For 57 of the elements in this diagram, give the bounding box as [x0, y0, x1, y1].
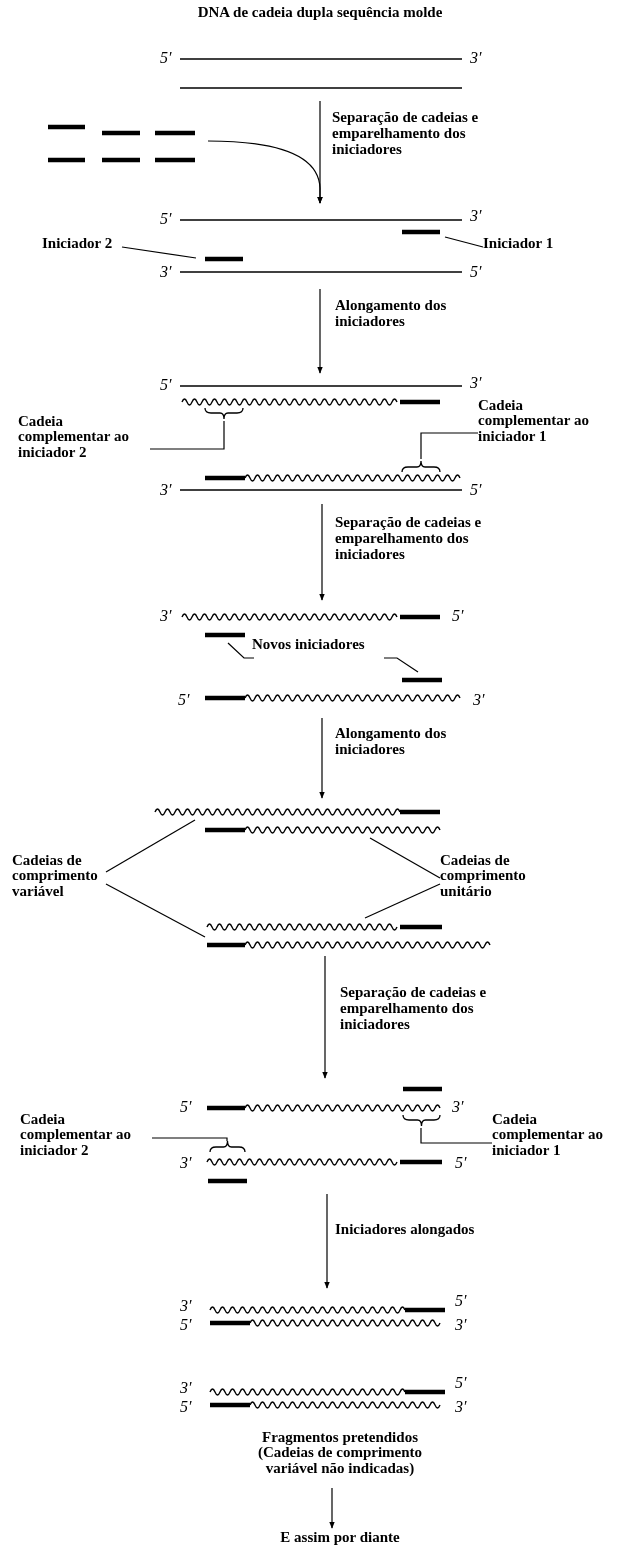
annotation-label: Iniciador 2 — [42, 236, 122, 254]
arrow — [317, 288, 323, 374]
annotation-label: Cadeia complementar ao iniciador 2 — [20, 1112, 152, 1164]
leader-line — [383, 657, 419, 673]
strand-end-label: 5′ — [455, 1375, 467, 1391]
annotation-label: E assim por diante — [255, 1530, 425, 1548]
strand-end-label: 3′ — [470, 208, 482, 224]
annotation-label: Iniciador 1 — [483, 236, 565, 254]
strand-end-label: 3′ — [160, 264, 172, 280]
arrow — [329, 1487, 335, 1529]
strand-end-label: 3′ — [180, 1298, 192, 1314]
strand-end-label: 5′ — [160, 377, 172, 393]
strand-end-label: 5′ — [455, 1155, 467, 1171]
strand-end-label: 5′ — [160, 211, 172, 227]
strand-end-label: 5′ — [452, 608, 464, 624]
annotation-label: Cadeia complementar ao iniciador 2 — [18, 414, 150, 466]
strand-end-label: 5′ — [160, 50, 172, 66]
leader-line — [121, 246, 197, 259]
strand-end-label: 5′ — [180, 1099, 192, 1115]
strand-end-label: 5′ — [180, 1317, 192, 1333]
arrow — [324, 1193, 330, 1289]
arrow — [319, 503, 325, 601]
leader-line — [444, 236, 484, 248]
arrow — [322, 955, 328, 1079]
leader-line — [369, 837, 441, 879]
strand-end-label: 3′ — [455, 1399, 467, 1415]
arrow — [319, 717, 325, 799]
leader-line — [364, 883, 441, 919]
annotation-label: Cadeia complementar ao iniciador 1 — [478, 398, 610, 450]
heading-text: DNA de cadeia dupla sequência molde — [196, 5, 444, 21]
strand-end-label: 5′ — [470, 482, 482, 498]
strand-end-label: 3′ — [452, 1099, 464, 1115]
strand-end-label: 3′ — [160, 482, 172, 498]
annotation-label: Novos iniciadores — [252, 637, 392, 655]
strand-end-label: 3′ — [180, 1380, 192, 1396]
strand-end-label: 3′ — [455, 1317, 467, 1333]
arrow — [207, 140, 323, 204]
annotation-label: Cadeias de comprimento unitário — [440, 853, 570, 905]
strand-end-label: 3′ — [473, 692, 485, 708]
strand-end-label: 5′ — [470, 264, 482, 280]
leader-line — [105, 883, 206, 938]
leader-line — [420, 432, 479, 460]
strand-end-label: 3′ — [160, 608, 172, 624]
strand-end-label: 3′ — [470, 50, 482, 66]
strand-end-label: 3′ — [470, 375, 482, 391]
strand-end-label: 3′ — [180, 1155, 192, 1171]
leader-line — [227, 642, 255, 659]
strand-end-label: 5′ — [455, 1293, 467, 1309]
strand-end-label: 5′ — [180, 1399, 192, 1415]
annotation-label: Fragmentos pretendidos (Cadeias de comprimento variável não indicadas) — [240, 1430, 440, 1484]
leader-line — [151, 1137, 228, 1142]
leader-line — [149, 420, 225, 450]
annotation-label: Cadeia complementar ao iniciador 1 — [492, 1112, 617, 1164]
leader-line — [105, 819, 196, 873]
leader-line — [420, 1127, 493, 1144]
annotation-label: Cadeias de comprimento variável — [12, 853, 106, 905]
strand-end-label: 5′ — [178, 692, 190, 708]
